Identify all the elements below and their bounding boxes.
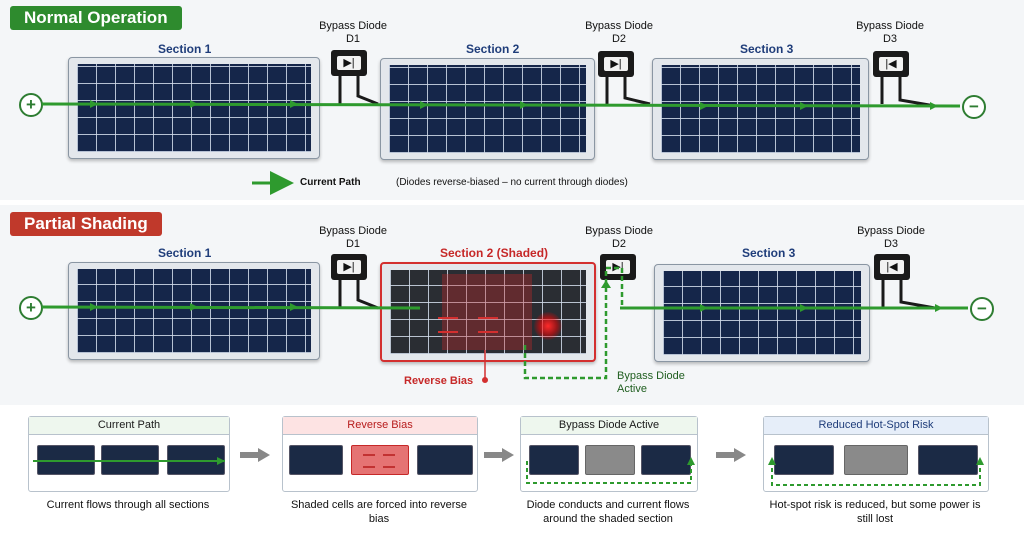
top-diode-d1-label: Bypass Diode D1 — [319, 20, 387, 45]
mid-diode-d3-label: Bypass Diode D3 — [857, 225, 925, 250]
bypass-dashed-path — [523, 266, 624, 380]
step-card-title: Bypass Diode Active — [521, 417, 697, 435]
mid-positive-terminal-icon: + — [19, 296, 43, 320]
mid-diode-d3: |◀ — [874, 254, 910, 280]
mid-solar-panel-1 — [68, 262, 320, 360]
diode-icon: |◀ — [880, 260, 904, 274]
top-current-path-line — [41, 102, 961, 108]
step-card-current-path: Current Path — [28, 416, 230, 492]
mid-wiring — [41, 266, 968, 383]
mini-panel — [774, 445, 834, 475]
mid-section-3-label: Section 3 — [742, 246, 796, 260]
mini-panel — [641, 445, 691, 475]
mid-diode-d1-label: Bypass Diode D1 — [319, 225, 387, 250]
top-diode-d3-label: Bypass Diode D3 — [856, 20, 924, 45]
partial-shading-title: Partial Shading — [10, 212, 162, 236]
mini-panel — [289, 445, 343, 475]
step-caption-reverse-bias: Shaded cells are forced into reverse bia… — [290, 499, 468, 525]
mini-panel — [918, 445, 978, 475]
mid-section-2-label: Section 2 (Shaded) — [440, 246, 549, 260]
step-arrow-icon — [484, 448, 514, 462]
legend-label: Current Path — [300, 177, 361, 188]
step-card-reverse-bias: Reverse Bias — [282, 416, 478, 492]
mid-solar-panel-3 — [654, 264, 870, 362]
mini-panel-bypassed — [585, 445, 635, 475]
mid-current-path-line — [41, 305, 421, 310]
shaded-cells-region — [442, 274, 532, 350]
step-arrow-icon — [240, 448, 270, 462]
mini-panel-shaded — [351, 445, 409, 475]
top-diode-d1: ▶| — [331, 50, 367, 76]
top-negative-terminal-icon: − — [962, 95, 986, 119]
mini-panel — [529, 445, 579, 475]
step-arrow-icon — [716, 448, 746, 462]
top-wiring — [41, 76, 961, 195]
diode-icon: ▶| — [604, 57, 628, 71]
top-solar-panel-2 — [380, 58, 595, 160]
diode-icon: ▶| — [337, 56, 361, 70]
mid-negative-terminal-icon: − — [970, 297, 994, 321]
top-section-2-label: Section 2 — [466, 42, 520, 56]
step-caption-current-path: Current flows through all sections — [46, 499, 210, 511]
step-card-bypass-active: Bypass Diode Active — [520, 416, 698, 492]
mini-panel — [417, 445, 473, 475]
diode-icon: ▶| — [337, 260, 361, 274]
reverse-bias-label: Reverse Bias — [404, 375, 474, 387]
step-caption-bypass-active: Diode conducts and current flows around … — [526, 499, 690, 525]
step-caption-reduced-hot-spot: Hot-spot risk is reduced, but some power… — [769, 499, 981, 525]
mid-solar-panel-2-shaded — [380, 262, 596, 362]
top-solar-panel-1 — [68, 57, 320, 159]
step-card-reduced-hot-spot: Reduced Hot-Spot Risk — [763, 416, 989, 492]
top-diode-note: (Diodes reverse-biased – no current thro… — [396, 177, 628, 188]
step-card-title: Reverse Bias — [283, 417, 477, 435]
top-section-3-label: Section 3 — [740, 42, 794, 56]
top-section-1-label: Section 1 — [158, 42, 212, 56]
top-solar-panel-3 — [652, 58, 869, 160]
step-card-title: Reduced Hot-Spot Risk — [764, 417, 988, 435]
normal-operation-title: Normal Operation — [10, 6, 182, 30]
mini-panel-bypassed — [844, 445, 908, 475]
mid-diode-d2-label: Bypass Diode D2 — [585, 225, 653, 250]
mid-section-1-label: Section 1 — [158, 246, 212, 260]
step-card-title: Current Path — [29, 417, 229, 435]
bypass-active-label: Bypass Diode Active — [617, 370, 685, 395]
top-diode-d2-label: Bypass Diode D2 — [585, 20, 653, 45]
diode-icon: |◀ — [879, 57, 903, 71]
top-diode-d3: |◀ — [873, 51, 909, 77]
mid-diode-d1: ▶| — [331, 254, 367, 280]
top-diode-d2: ▶| — [598, 51, 634, 77]
hot-spot-glow — [534, 312, 562, 340]
